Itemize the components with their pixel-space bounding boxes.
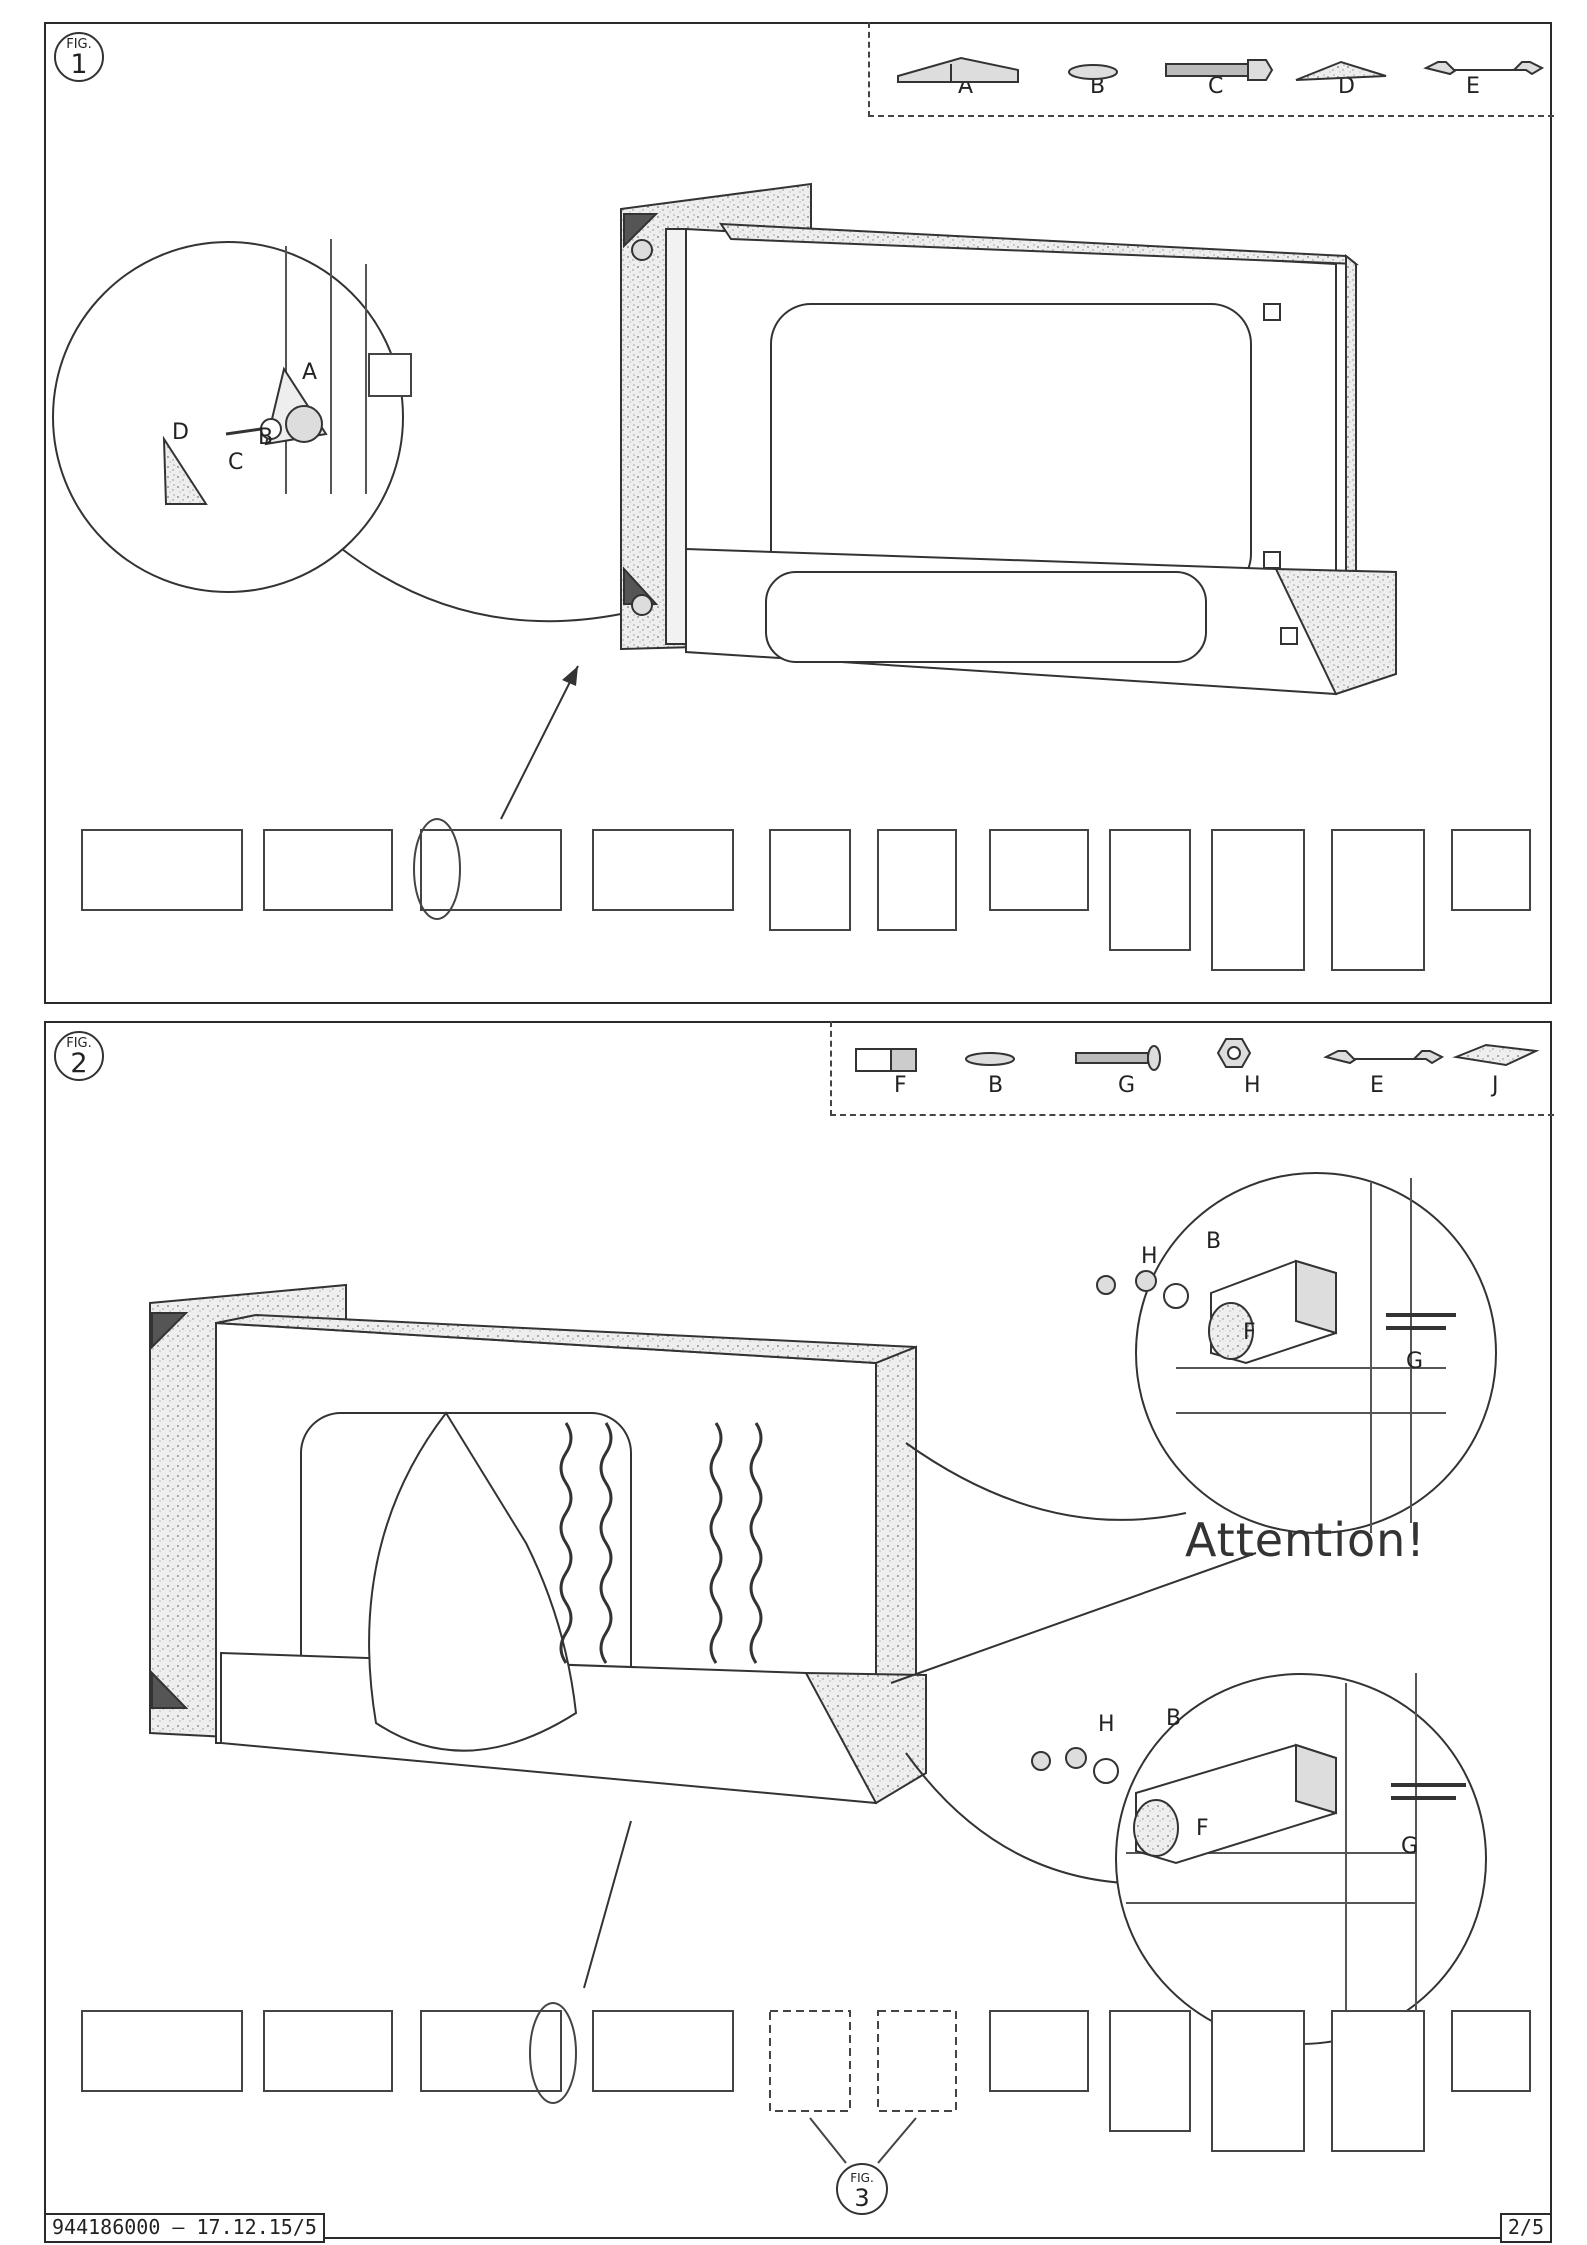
figure-2-drawing: H B F G H B F G — [46, 1023, 1554, 2241]
callout-top-label-g: G — [1406, 1349, 1423, 1374]
wrench-icon-2 — [1326, 1051, 1442, 1063]
callout-label-b: B — [258, 425, 273, 450]
document-code: 944186000 – 17.12.15/5 — [44, 2213, 325, 2243]
figure-1-drawing: A B C D — [46, 24, 1554, 1006]
sofa-frame-drawing-2 — [150, 1285, 926, 1803]
attention-note: Attention! — [1185, 1513, 1426, 1567]
detail-magnifier-top — [1097, 1173, 1496, 1533]
callout-top-label-h: H — [1141, 1244, 1158, 1269]
callout-top-label-f: F — [1243, 1320, 1256, 1345]
page-number: 2/5 — [1500, 2213, 1552, 2243]
callout-bottom-label-f: F — [1196, 1816, 1209, 1841]
washer-icon — [1069, 65, 1117, 79]
bolt-icon — [1166, 60, 1272, 80]
wrench-icon — [1426, 62, 1542, 74]
pointer-line-2 — [584, 1821, 631, 1988]
pointer-arrowhead-1 — [562, 666, 578, 686]
sofa-frame-drawing-1 — [621, 184, 1396, 694]
pointer-arrow-1 — [501, 666, 578, 819]
washer-icon-2 — [966, 1053, 1014, 1065]
callout-bottom-label-b: B — [1166, 1706, 1181, 1731]
pad-icon — [1456, 1045, 1536, 1065]
callout-label-d: D — [172, 420, 189, 445]
callout-bottom-label-h: H — [1098, 1712, 1115, 1737]
callout-line-top — [906, 1443, 1186, 1520]
nut-icon — [1218, 1039, 1250, 1067]
module-overview-row-1 — [82, 819, 1530, 970]
attention-pointer-line — [891, 1553, 1256, 1683]
leg-block-icon — [856, 1049, 916, 1071]
corner-bracket-icon — [898, 58, 1018, 82]
fig-3-badge-word: FIG. — [850, 2171, 874, 2185]
bolt-icon-2 — [1076, 1046, 1160, 1070]
callout-bottom-label-g: G — [1401, 1834, 1418, 1859]
figure-1-panel: FIG. 1 A B C D E — [44, 22, 1552, 1004]
callout-label-a: A — [302, 360, 317, 385]
corner-cover-icon — [1296, 62, 1386, 80]
detail-magnifier-1 — [53, 239, 621, 621]
callout-label-c: C — [228, 450, 243, 475]
figure-2-panel: FIG. 2 F B G H E J — [44, 1021, 1552, 2239]
callout-top-label-b: B — [1206, 1229, 1221, 1254]
fig-3-badge-number: 3 — [854, 2184, 869, 2212]
